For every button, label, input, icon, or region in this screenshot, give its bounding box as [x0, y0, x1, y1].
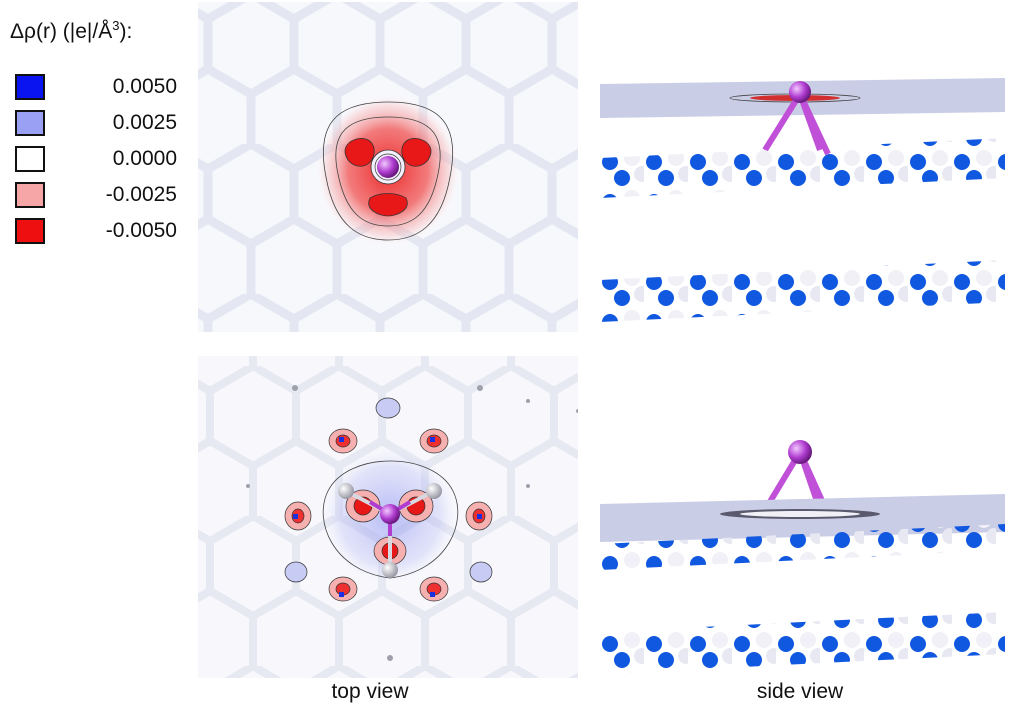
legend-swatch-neg-0.0050	[15, 218, 45, 244]
legend-item: 0.0025	[15, 110, 225, 140]
legend-item: 0.0000	[15, 146, 225, 176]
adatom-sphere	[789, 81, 811, 103]
top-view-image-lower	[198, 356, 578, 678]
side-view-panel-upper	[600, 70, 1005, 325]
top-view-caption: top view	[331, 680, 409, 703]
top-view-image-upper	[198, 2, 578, 332]
legend-value: -0.0050	[105, 219, 177, 242]
top-view-panel-upper	[198, 2, 578, 332]
top-view-panel-lower	[198, 356, 578, 678]
legend-swatch-0.0025	[15, 110, 45, 136]
lower-layer	[600, 612, 1005, 674]
legend-swatch-0.0000	[15, 146, 45, 172]
legend-value: 0.0050	[112, 75, 177, 98]
side-view-panel-lower	[600, 432, 1005, 682]
legend-value: -0.0025	[105, 183, 177, 206]
side-view-caption: side view	[756, 680, 844, 703]
legend-item: -0.0050	[15, 218, 225, 248]
lower-layer	[600, 260, 1005, 322]
adatom-sphere	[377, 156, 399, 178]
legend-title: Δρ(r) (|e|/Å3):	[10, 18, 133, 43]
upper-layer	[600, 138, 1005, 198]
adatom-sphere	[380, 504, 400, 524]
legend-item: 0.0050	[15, 74, 225, 104]
legend-item: -0.0025	[15, 182, 225, 212]
legend-swatch-0.0050	[15, 74, 45, 100]
adatom-sphere	[788, 440, 812, 464]
legend-swatch-neg-0.0025	[15, 182, 45, 208]
side-view-image-lower	[600, 440, 1005, 674]
side-view-image-upper	[600, 78, 1005, 322]
upper-layer	[600, 524, 1005, 570]
legend-value: 0.0025	[112, 111, 177, 134]
legend-value: 0.0000	[112, 147, 177, 170]
